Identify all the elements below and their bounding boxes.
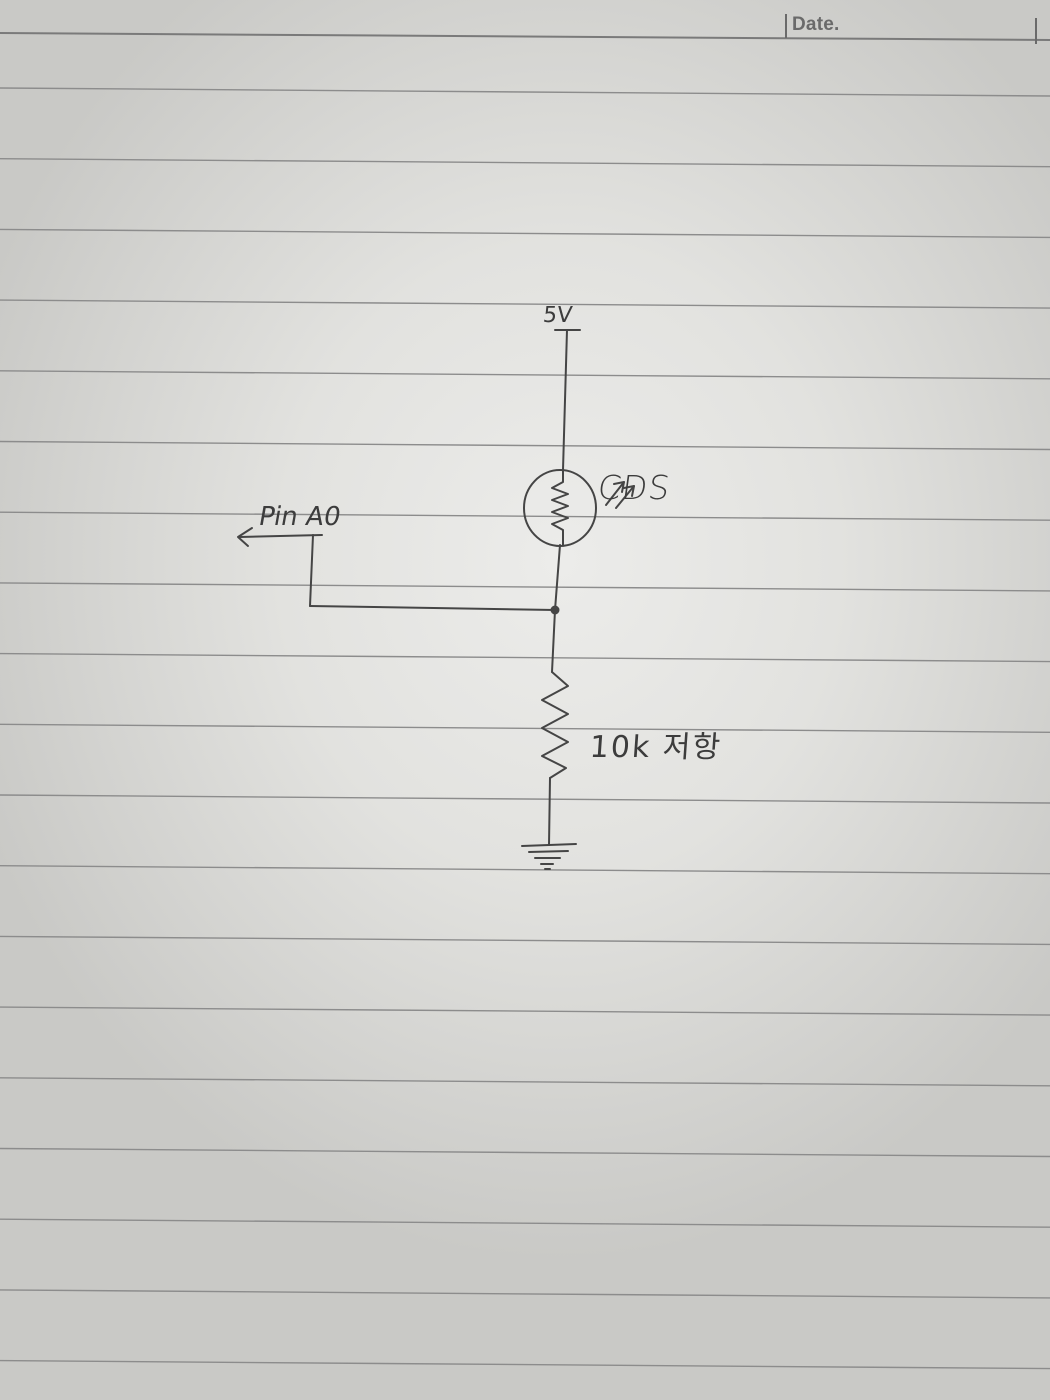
cds-to-node-wire	[554, 544, 561, 611]
output-vertical-wire	[309, 534, 314, 607]
ruled-line	[0, 370, 1050, 380]
ruled-line	[0, 228, 1050, 239]
output-top-wire	[239, 534, 323, 538]
supply-label: 5V	[541, 303, 574, 328]
ruled-line	[0, 158, 1050, 168]
ruled-line	[0, 1289, 1050, 1299]
supply-wire	[562, 329, 568, 471]
resistor-to-ground-wire	[548, 777, 551, 846]
node-to-resistor-wire	[551, 609, 556, 673]
cds-zigzag	[551, 469, 569, 546]
ruled-line	[0, 1218, 1050, 1228]
date-label: Date.	[792, 14, 840, 35]
ruled-line	[0, 865, 1050, 875]
cds-label: CDS	[595, 468, 674, 507]
ruled-line	[0, 723, 1050, 733]
ground-icon	[521, 843, 577, 870]
ruled-line	[0, 582, 1050, 592]
output-pin-label: Pin A0	[256, 502, 344, 532]
resistor-zigzag	[541, 671, 569, 779]
ruled-line	[0, 794, 1050, 804]
ruled-line	[0, 935, 1050, 946]
output-horizontal-wire	[309, 605, 556, 611]
ruled-line	[0, 1147, 1050, 1158]
ruled-line	[0, 1006, 1050, 1016]
ruled-line	[0, 299, 1050, 309]
ruled-line	[0, 1359, 1050, 1370]
light-arrows-icon	[605, 481, 635, 509]
output-arrow-icon	[237, 527, 253, 547]
ruled-line	[0, 1077, 1050, 1087]
ruled-line	[0, 87, 1050, 97]
ruled-line	[0, 440, 1050, 451]
ruled-line	[0, 652, 1050, 663]
header-line	[0, 32, 1050, 41]
resistor-label: 10k 저항	[588, 730, 724, 765]
